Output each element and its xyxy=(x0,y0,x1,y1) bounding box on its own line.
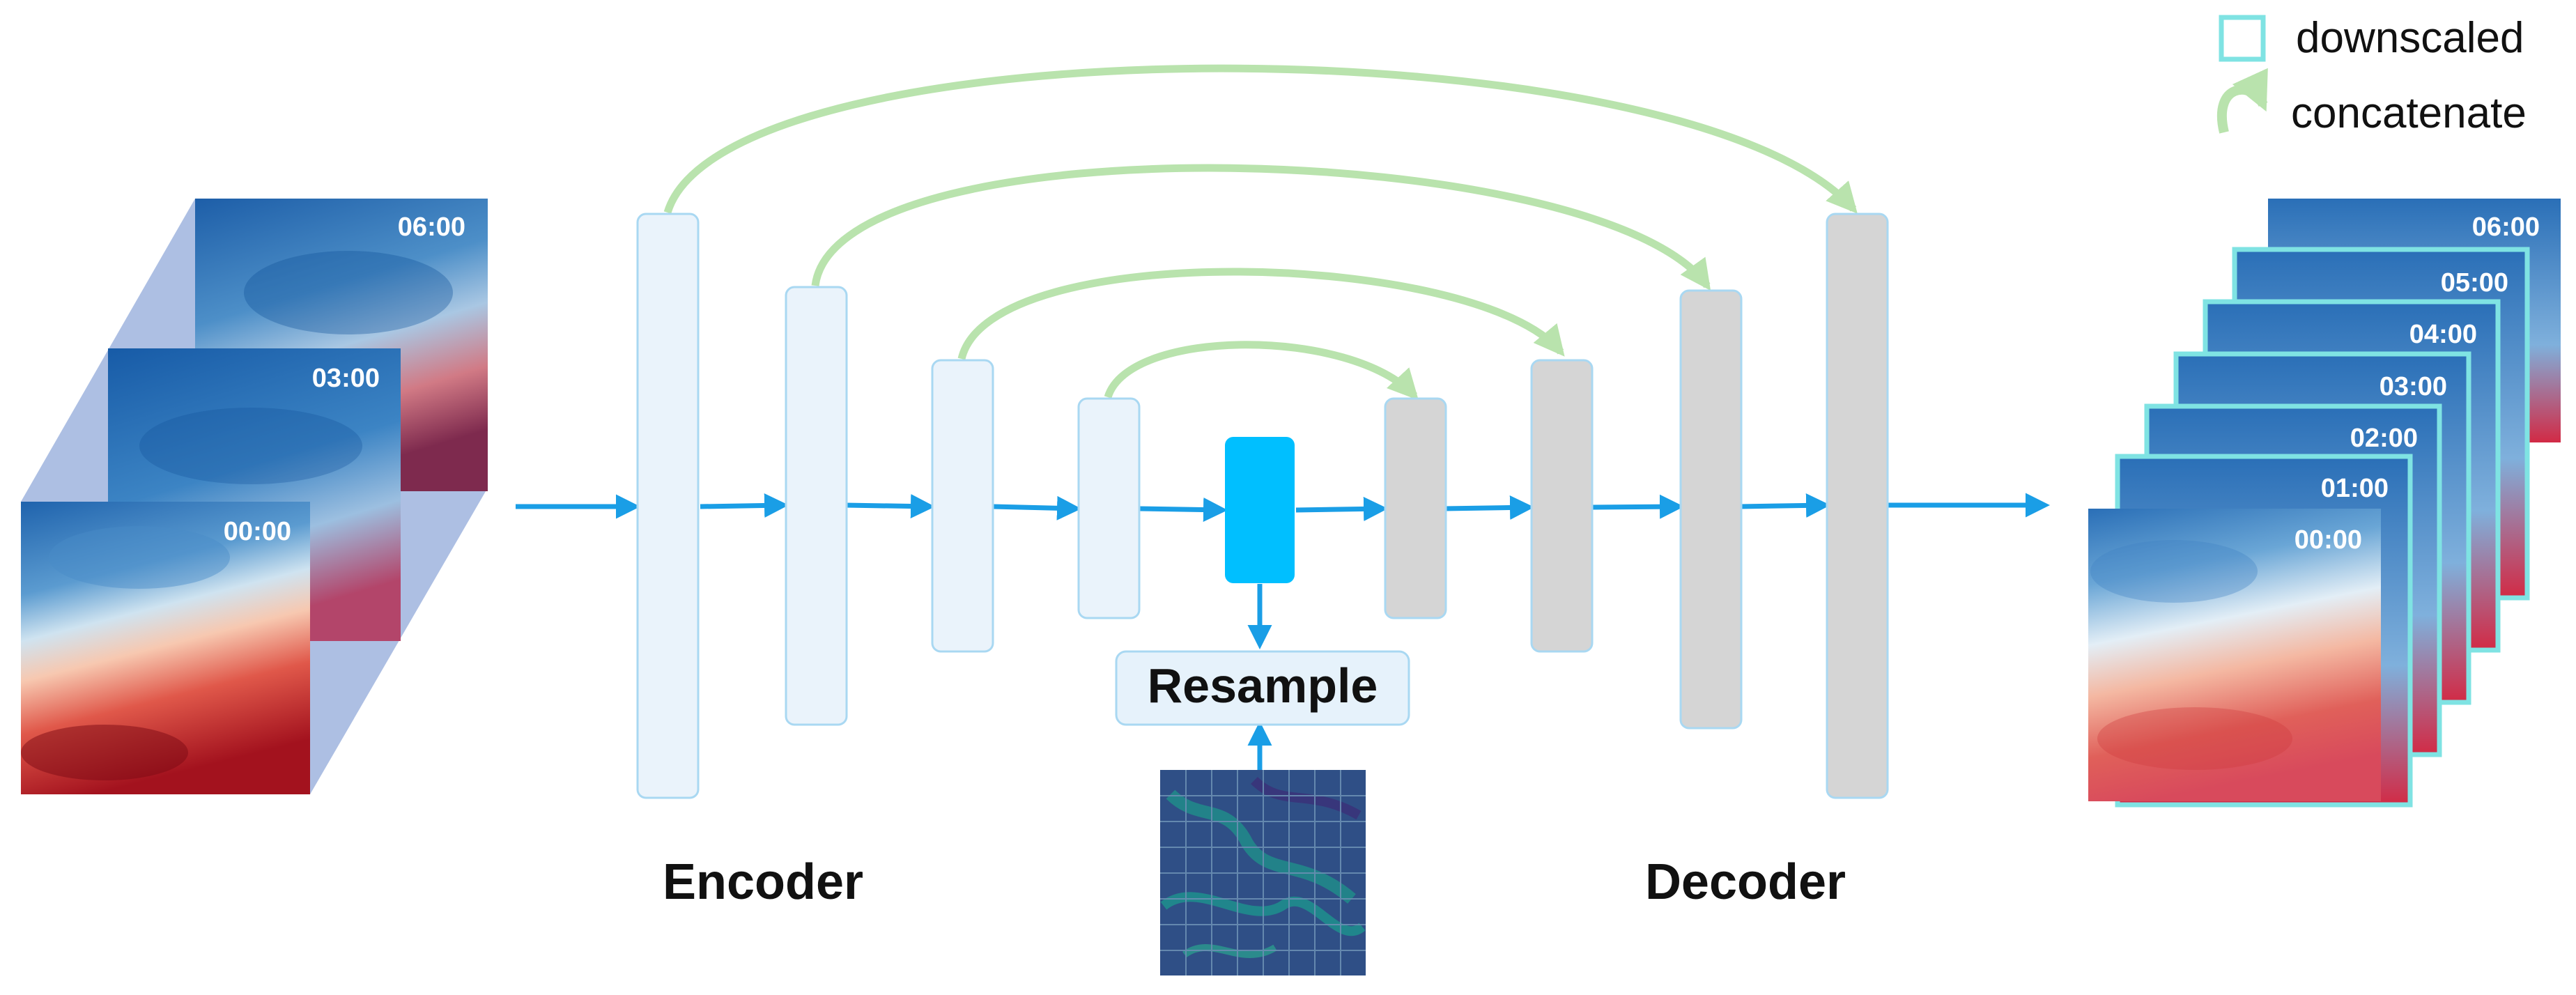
encoder-block-3 xyxy=(931,359,994,653)
main-flow-arrows xyxy=(516,493,2050,770)
legend-downscaled-label: downscaled xyxy=(2296,14,2524,62)
legend: downscaled concatenate xyxy=(2216,14,2527,137)
encoder-block-4 xyxy=(1077,397,1141,619)
skip-connections xyxy=(663,64,1858,401)
input-frame-0300-time: 03:00 xyxy=(312,364,380,393)
decoder-block-2 xyxy=(1530,359,1594,653)
decoder-block-4 xyxy=(1826,213,1889,799)
skip-connection-3 xyxy=(957,268,1565,360)
resample-box: Resample xyxy=(1115,650,1410,726)
output-frame-0500-time: 05:00 xyxy=(2441,268,2508,298)
bottleneck-block xyxy=(1225,437,1295,583)
output-frame-0100-time: 01:00 xyxy=(2321,474,2389,503)
skip-connection-1 xyxy=(663,64,1858,214)
input-stack: 06:00 03:00 00:00 xyxy=(21,199,488,794)
output-frame-0400-time: 04:00 xyxy=(2409,320,2477,349)
input-frame-0000-time: 00:00 xyxy=(224,517,291,546)
encoder-block-2 xyxy=(785,286,848,726)
output-frame-0300-time: 03:00 xyxy=(2380,372,2447,401)
skip-connection-4 xyxy=(1104,341,1419,401)
skip-connection-2 xyxy=(811,164,1711,291)
encoder-block-1 xyxy=(636,213,700,799)
output-frame-0200-time: 02:00 xyxy=(2350,424,2418,453)
encoder-label: Encoder xyxy=(663,854,863,910)
output-frame-0600-time: 06:00 xyxy=(2472,213,2540,242)
resample-box-bg xyxy=(1115,650,1410,726)
concatenate-legend-arrow xyxy=(2216,68,2268,134)
downscaled-legend-swatch xyxy=(2219,15,2266,62)
output-frame-0000 xyxy=(2088,509,2381,801)
encoder-blocks xyxy=(636,213,1141,799)
output-frame-0000-time: 00:00 xyxy=(2295,525,2362,555)
resample-label: Resample xyxy=(1148,658,1378,713)
decoder-block-3 xyxy=(1679,289,1743,730)
static-grid-lines xyxy=(1160,770,1366,975)
input-frame-0600-time: 06:00 xyxy=(398,213,465,242)
output-stack: 06:00 05:00 04:00 03:00 02:00 01:00 00:0… xyxy=(2088,199,2561,808)
static-feature-grid xyxy=(1160,770,1366,975)
decoder-block-1 xyxy=(1384,397,1447,619)
decoder-blocks xyxy=(1384,213,1889,799)
decoder-label: Decoder xyxy=(1645,854,1846,910)
legend-concatenate-label: concatenate xyxy=(2291,89,2527,137)
